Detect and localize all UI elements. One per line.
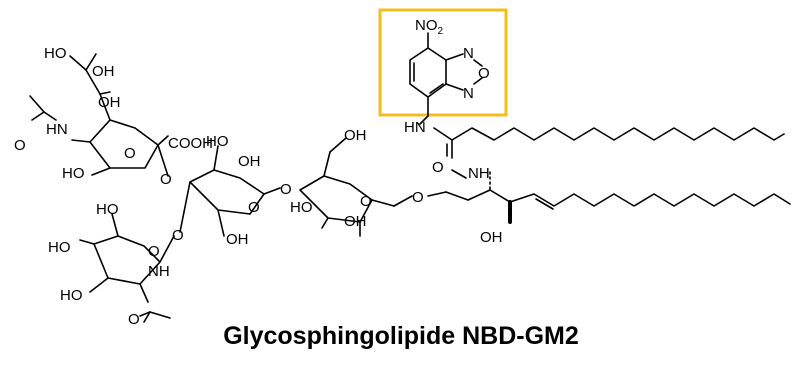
label-o-gal-link: O [160,171,172,188]
label-o-ceramide-link: O [412,189,424,206]
label-oh-3: OH [238,153,261,170]
sugar-rings [29,53,447,323]
label-oh-5: OH [344,127,367,144]
label-o-acetyl-1: O [14,137,26,154]
label-o-glc-ring: O [360,193,372,210]
nbd-fluorophore [409,32,483,117]
label-o-sialic-ring: O [124,145,136,162]
label-no2: NO2 [415,17,444,37]
label-hn-2: HN [404,119,426,136]
label-n-bottom: N [463,85,474,102]
label-oh-6: OH [344,213,367,230]
atom-labels: HO OH OH HN HO COOH O O HO O OH O OH O O… [14,17,503,328]
label-n-top: N [463,45,474,62]
label-o-gal-ring: O [248,199,260,216]
label-oh-1: OH [92,63,115,80]
label-o-oxadiazole: O [478,65,490,82]
label-ho-3: HO [206,133,229,150]
label-oh-7: OH [480,229,503,246]
label-oh-2: OH [98,94,121,111]
figure-caption: Glycosphingolipide NBD-GM2 [223,322,579,350]
label-nh-2: NH [148,263,170,280]
label-o-glc-link: O [280,181,292,198]
label-o-amide: O [432,159,444,176]
lipid-chains [419,115,791,224]
label-o-galnac-ring: O [148,243,160,260]
label-nh-1: NH [468,165,490,182]
nbd-highlight-box [378,8,508,117]
label-o-galnac-link: O [172,227,184,244]
label-cooh: COOH [168,135,213,152]
label-ho-1: HO [44,45,67,62]
label-ho-6: HO [48,239,71,256]
label-ho-2: HO [62,165,85,182]
label-oh-4: OH [226,231,249,248]
label-ho-4: HO [290,199,313,216]
label-ho-5: HO [96,201,119,218]
label-hn-1: HN [46,121,68,138]
label-ho-7: HO [60,287,83,304]
label-o-acetyl-2: O [128,311,140,328]
